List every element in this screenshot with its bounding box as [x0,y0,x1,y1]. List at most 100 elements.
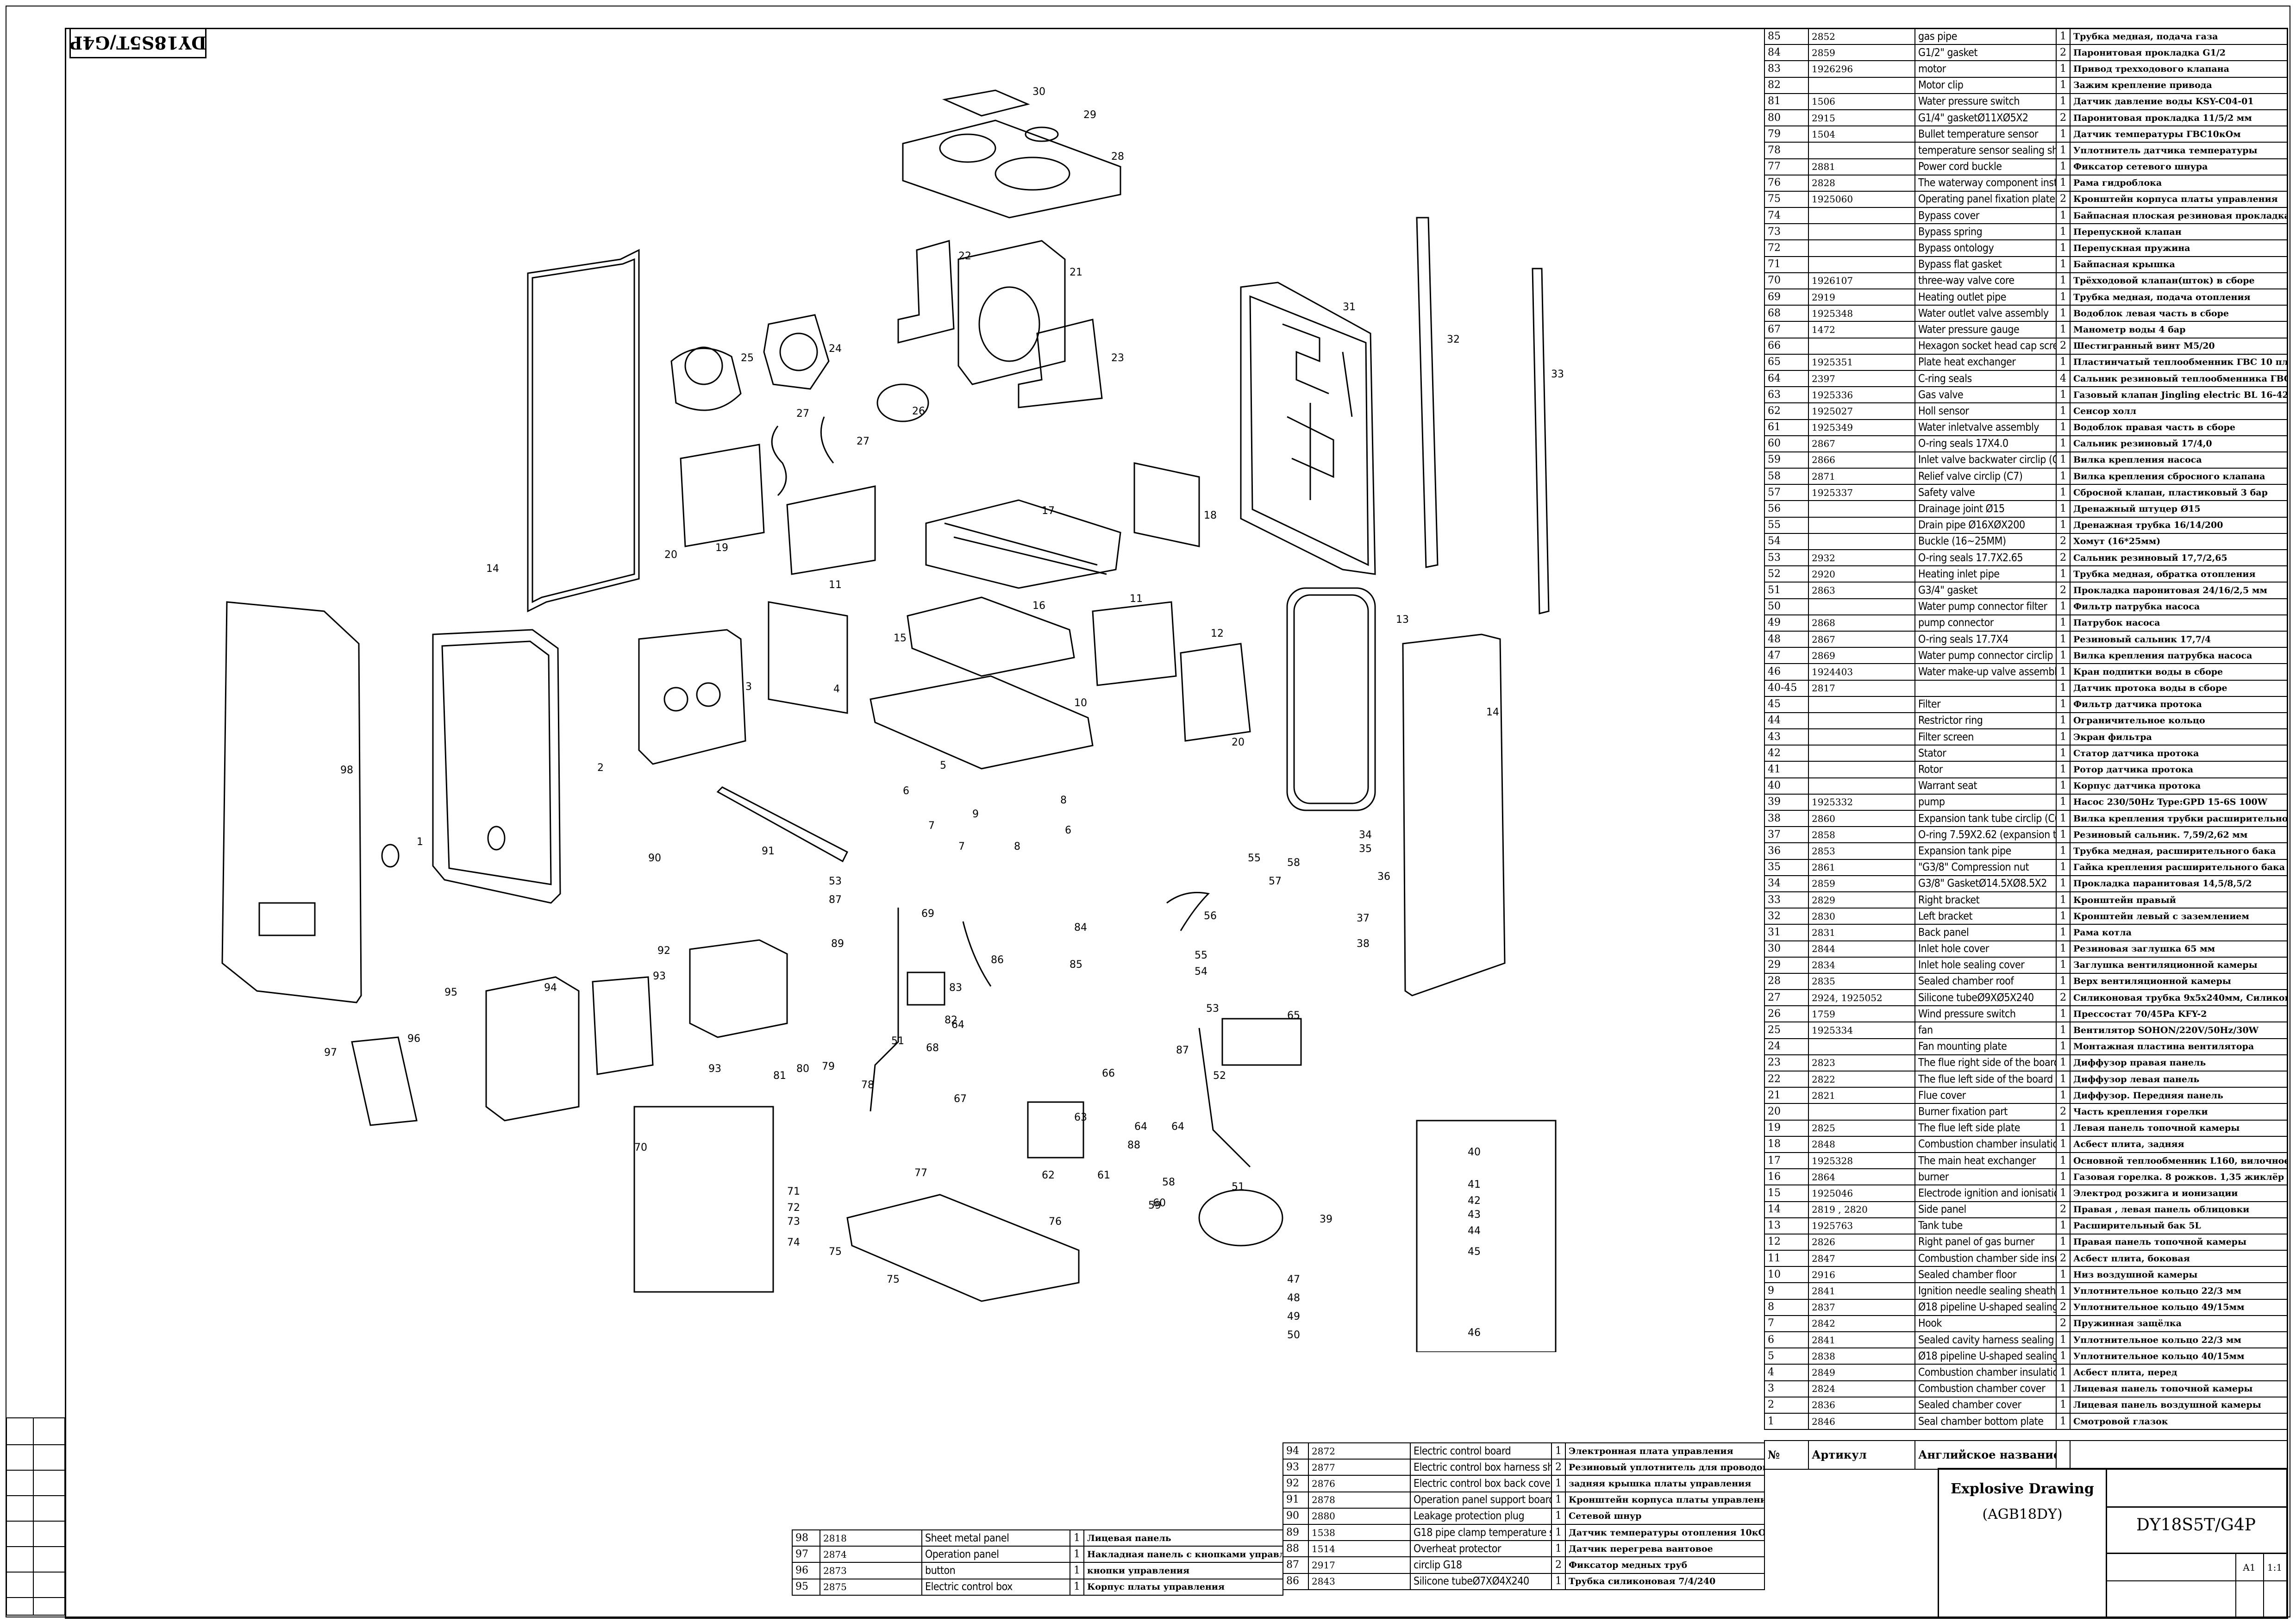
article-code: 1506 [1808,93,1915,110]
english-name: G1/4" gasketØ11XØ5X2 [1914,109,2057,127]
article-code: 2863 [1808,582,1915,599]
quantity: 1 [2056,1087,2071,1104]
svg-text:47: 47 [1287,1274,1300,1285]
english-name: Water pump connector circlip (C1) [1914,647,2057,664]
article-code: 2916 [1808,1266,1915,1284]
part-number: 76 [1764,174,1809,192]
svg-text:87: 87 [829,894,842,906]
quantity: 1 [2056,125,2071,143]
part-number: 49 [1764,614,1809,632]
russian-name: Трубка медная, обратка отопления [2070,565,2288,583]
quantity: 1 [2056,288,2071,306]
russian-name: Трубка медная, подача газа [2070,27,2288,45]
english-name: Hexagon socket head cap screw M5×20 [1914,337,2057,355]
russian-name: Уплотнитель датчика температуры [2070,142,2288,159]
article-code: 1925060 [1808,190,1915,208]
part-number: 43 [1764,728,1809,746]
english-name: O-ring 7.59X2.62 (expansion tank pipe) [1914,826,2057,844]
russian-name: кнопки управления [1083,1562,1283,1579]
part-number: 85 [1764,27,1809,45]
quantity: 4 [2056,370,2071,388]
article-code: 1925046 [1808,1184,1915,1202]
part-number: 29 [1764,956,1809,974]
svg-text:3: 3 [745,681,752,693]
article-code: 2825 [1808,1119,1915,1137]
article-code: 2852 [1808,27,1915,45]
part-number: 77 [1764,158,1809,175]
russian-name: Водоблок правая часть в сборе [2070,419,2288,436]
quantity: 1 [2056,93,2071,110]
english-name: C-ring seals [1914,370,2057,388]
article-code: 1924403 [1808,663,1915,681]
svg-text:55: 55 [1248,852,1261,864]
russian-name: задняя крышка платы управления [1565,1475,1765,1492]
drawing-code: DY18S5T/G4P [2136,1516,2256,1535]
english-name: O-ring seals 17X4.0 [1914,435,2057,452]
svg-text:24: 24 [829,343,842,355]
english-name: temperature sensor sealing sheath [1914,142,2057,159]
russian-name: Привод трехходового клапана [2070,60,2288,78]
english-name: Expansion tank tube circlip (C6) [1914,809,2057,827]
svg-text:92: 92 [657,945,670,957]
russian-name: Дренажный штуцер Ø15 [2070,500,2288,518]
detail-box-three-way-valve [633,1106,774,1293]
svg-text:49: 49 [1287,1311,1300,1322]
english-name: Silicone tubeØ7XØ4X240 [1410,1573,1552,1590]
part-number: 6 [1764,1331,1809,1349]
part-number: 88 [1283,1540,1309,1558]
svg-text:8: 8 [1014,841,1020,852]
quantity: 2 [2056,989,2071,1007]
svg-text:29: 29 [1083,109,1096,121]
article-code: 1926107 [1808,272,1915,290]
english-name: G3/8" GasketØ14.5XØ8.5X2 [1914,875,2057,892]
svg-text:72: 72 [787,1202,800,1214]
svg-text:79: 79 [822,1061,835,1072]
sheet-size: A1 [2243,1562,2256,1573]
svg-text:20: 20 [664,549,677,561]
article-code: 2824 [1808,1380,1915,1397]
english-name: Ø18 pipeline U-shaped sealing sheath [1914,1347,2057,1365]
russian-name: Диффузор левая панель [2070,1070,2288,1088]
svg-text:95: 95 [444,987,457,998]
svg-text:98: 98 [340,765,353,776]
russian-name: Вилка крепления насоса [2070,451,2288,469]
quantity: 2 [2056,337,2071,355]
russian-name: Кронштейн корпуса платы управления [2070,190,2288,208]
english-name: Bypass cover [1914,207,2057,225]
svg-text:16: 16 [1032,600,1045,612]
quantity: 1 [2056,158,2071,175]
svg-text:21: 21 [1070,267,1082,278]
english-name: Fan mounting plate [1914,1038,2057,1055]
quantity: 1 [2056,353,2071,371]
article-code: 1925334 [1808,1021,1915,1039]
svg-text:32: 32 [1447,334,1460,345]
russian-name: Асбест плита, перед [2070,1364,2288,1381]
article-code: 2917 [1308,1556,1411,1574]
part-27-silicone-tube [771,426,787,496]
article-code: 2823 [1808,1054,1915,1072]
quantity: 1 [2056,924,2071,941]
article-code: 2932 [1808,549,1915,567]
part-number: 45 [1764,696,1809,713]
bom-table-header: № Артикул Английское название [1764,1440,2288,1470]
article-code: 2841 [1808,1282,1915,1300]
svg-text:27: 27 [796,408,809,420]
part-number: 40-45 [1764,679,1809,697]
part-number: 41 [1764,761,1809,778]
article-code: 1925763 [1808,1217,1915,1234]
part-14-side-panel-left [527,249,640,613]
part-number: 59 [1764,451,1809,469]
quantity: 1 [1070,1562,1084,1579]
title-block: Explosive Drawing (AGB18DY) DY18S5T/G4P … [1938,1468,2288,1619]
article-code: 2867 [1808,435,1915,452]
english-name: pump [1914,793,2057,811]
